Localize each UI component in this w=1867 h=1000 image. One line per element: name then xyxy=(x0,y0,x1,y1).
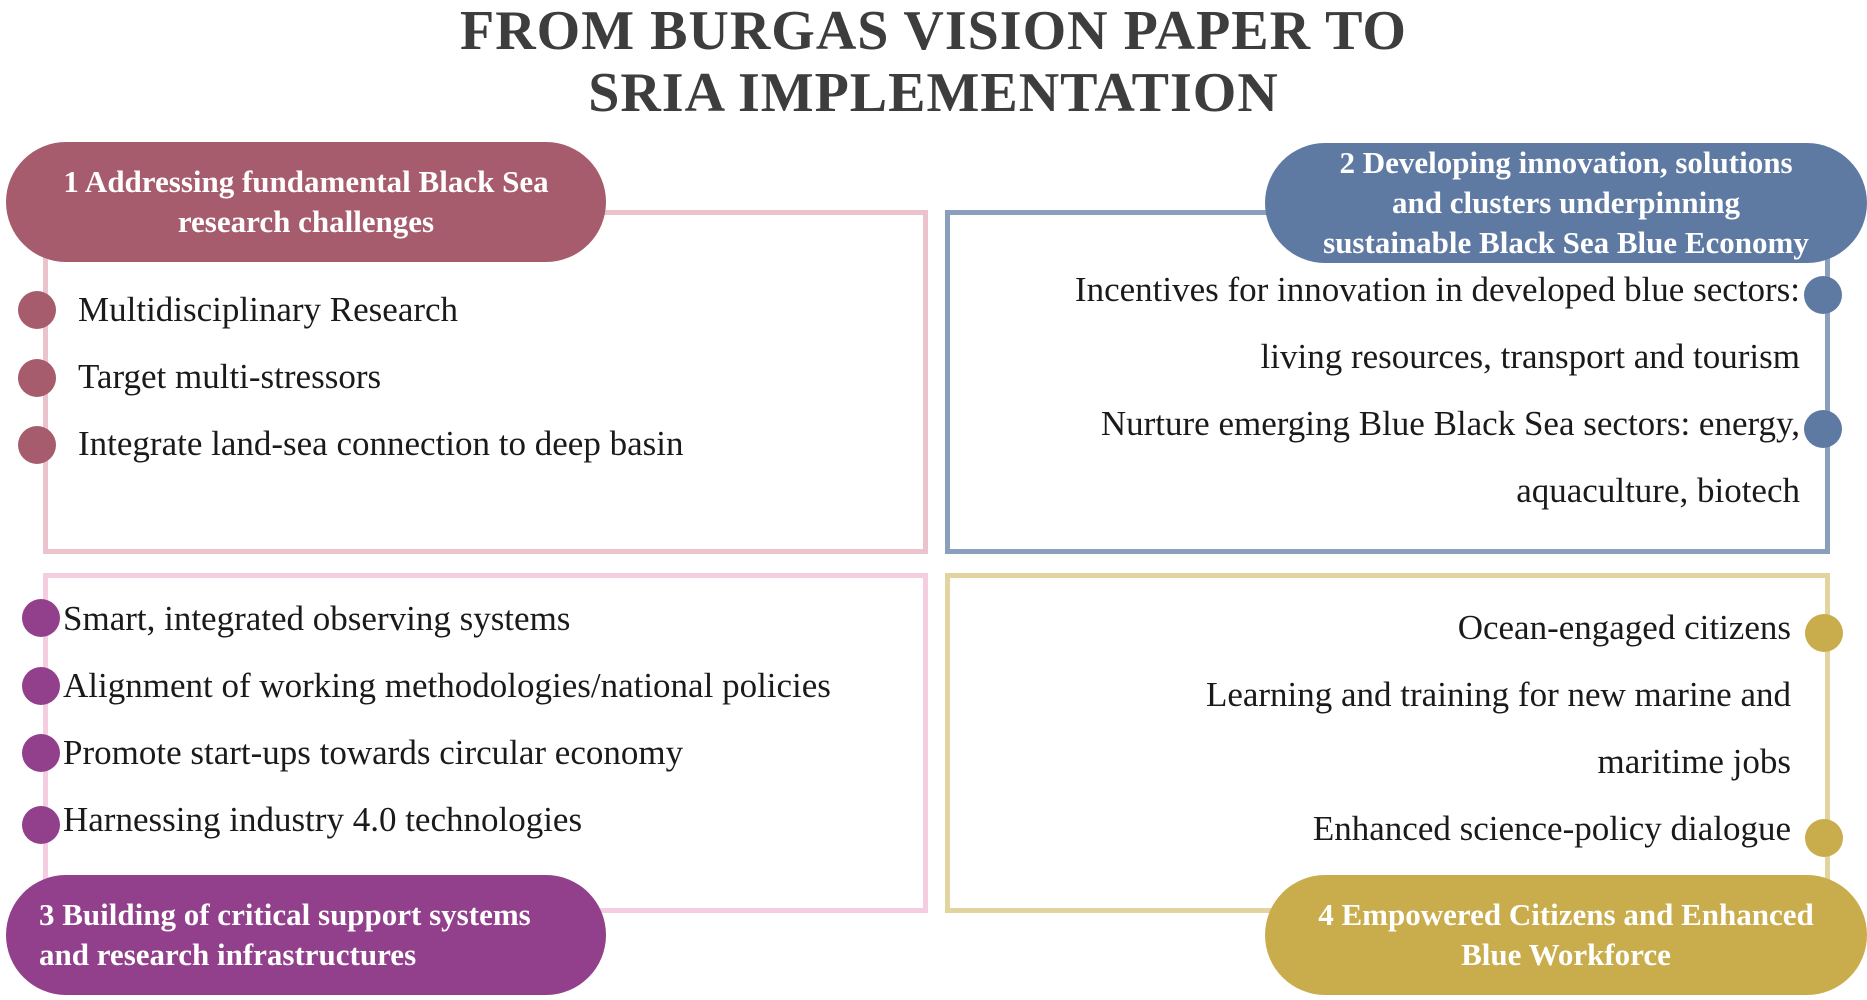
bullet-dot-icon xyxy=(22,667,60,705)
quadrant-3-heading-line: and research infrastructures xyxy=(39,937,417,972)
quadrant-4-item: Enhanced science-policy dialogue xyxy=(1312,809,1791,848)
quadrant-2-heading-line: 2 Developing innovation, solutions xyxy=(1339,145,1793,180)
quadrant-1-item: Integrate land-sea connection to deep ba… xyxy=(78,424,684,463)
quadrant-3-heading-line: 3 Building of critical support systems xyxy=(39,897,531,932)
quadrant-2-item-line: Nurture emerging Blue Black Sea sectors:… xyxy=(1100,404,1800,443)
quadrant-1-heading-line: 1 Addressing fundamental Black Sea xyxy=(63,164,549,199)
quadrant-1-heading: 1 Addressing fundamental Black Sea resea… xyxy=(6,142,606,262)
bullet-dot-icon xyxy=(18,426,56,464)
quadrant-3-item: Harnessing industry 4.0 technologies xyxy=(63,800,583,839)
quadrant-3-heading: 3 Building of critical support systems a… xyxy=(6,875,606,995)
title-line-1: FROM BURGAS VISION PAPER TO xyxy=(460,0,1407,62)
title-line-2: SRIA IMPLEMENTATION xyxy=(588,62,1279,124)
quadrant-1-heading-line: research challenges xyxy=(177,204,435,239)
quadrant-2-heading: 2 Developing innovation, solutions and c… xyxy=(1265,143,1867,263)
quadrant-4-heading-line: 4 Empowered Citizens and Enhanced xyxy=(1318,897,1814,932)
quadrant-3-item: Promote start-ups towards circular econo… xyxy=(63,733,684,772)
quadrant-4-heading: 4 Empowered Citizens and Enhanced Blue W… xyxy=(1265,875,1867,995)
bullet-dot-icon xyxy=(1804,410,1842,448)
bullet-dot-icon xyxy=(22,599,60,637)
quadrant-1-item: Multidisciplinary Research xyxy=(78,290,459,329)
quadrant-1-item: Target multi-stressors xyxy=(78,357,382,396)
bullet-dot-icon xyxy=(1805,819,1843,857)
bullet-dot-icon xyxy=(22,806,60,844)
diagram-title: FROM BURGAS VISION PAPER TO SRIA IMPLEME… xyxy=(0,0,1867,124)
bullet-dot-icon xyxy=(1805,614,1843,652)
quadrant-3-item: Alignment of working methodologies/natio… xyxy=(63,666,831,705)
quadrant-4-item-line: Learning and training for new marine and xyxy=(1205,675,1791,714)
bullet-dot-icon xyxy=(18,359,56,397)
quadrant-2-heading-line: sustainable Black Sea Blue Economy xyxy=(1323,225,1809,260)
quadrant-2-item-line: aquaculture, biotech xyxy=(1516,471,1800,510)
quadrant-4-heading-line: Blue Workforce xyxy=(1461,937,1671,972)
quadrant-3-item: Smart, integrated observing systems xyxy=(63,599,571,638)
quadrant-4-item: Ocean-engaged citizens xyxy=(1457,608,1791,647)
quadrant-4-item-line: maritime jobs xyxy=(1597,742,1791,781)
bullet-dot-icon xyxy=(22,734,60,772)
bullet-dot-icon xyxy=(18,291,56,329)
quadrant-2-heading-line: and clusters underpinning xyxy=(1392,185,1740,220)
quadrant-2-item-line: living resources, transport and tourism xyxy=(1260,337,1800,376)
quadrant-2-item-line: Incentives for innovation in developed b… xyxy=(1074,270,1800,309)
bullet-dot-icon xyxy=(1804,276,1842,314)
